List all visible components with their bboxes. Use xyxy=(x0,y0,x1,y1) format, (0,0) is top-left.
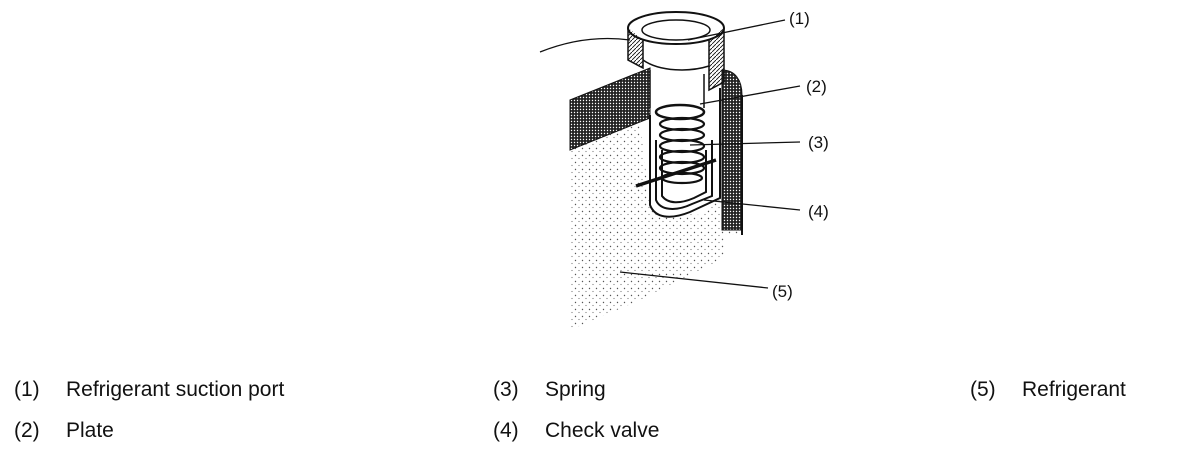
legend-number: (1) xyxy=(14,378,66,402)
legend-label: Refrigerant xyxy=(1022,378,1126,401)
legend-number: (4) xyxy=(493,419,545,443)
callout-2: (2) xyxy=(806,77,827,96)
legend-item-2: (2)Plate xyxy=(14,419,114,443)
legend-number: (2) xyxy=(14,419,66,443)
legend-item-1: (1)Refrigerant suction port xyxy=(14,378,284,402)
legend-label: Plate xyxy=(66,419,114,442)
legend-number: (5) xyxy=(970,378,1022,402)
legend-number: (3) xyxy=(493,378,545,402)
legend-label: Spring xyxy=(545,378,606,401)
legend-label: Check valve xyxy=(545,419,659,442)
callout-5: (5) xyxy=(772,282,793,301)
legend-item-3: (3)Spring xyxy=(493,378,606,402)
legend-item-5: (5)Refrigerant xyxy=(970,378,1126,402)
legend-item-4: (4)Check valve xyxy=(493,419,659,443)
housing-right-wall xyxy=(722,70,742,230)
callout-4: (4) xyxy=(808,202,829,221)
legend-label: Refrigerant suction port xyxy=(66,378,284,401)
plate xyxy=(656,105,704,119)
callout-1: (1) xyxy=(789,9,810,28)
callout-3: (3) xyxy=(808,133,829,152)
check-valve-cutaway-diagram: (1) (2) (3) (4) (5) xyxy=(0,0,1184,340)
